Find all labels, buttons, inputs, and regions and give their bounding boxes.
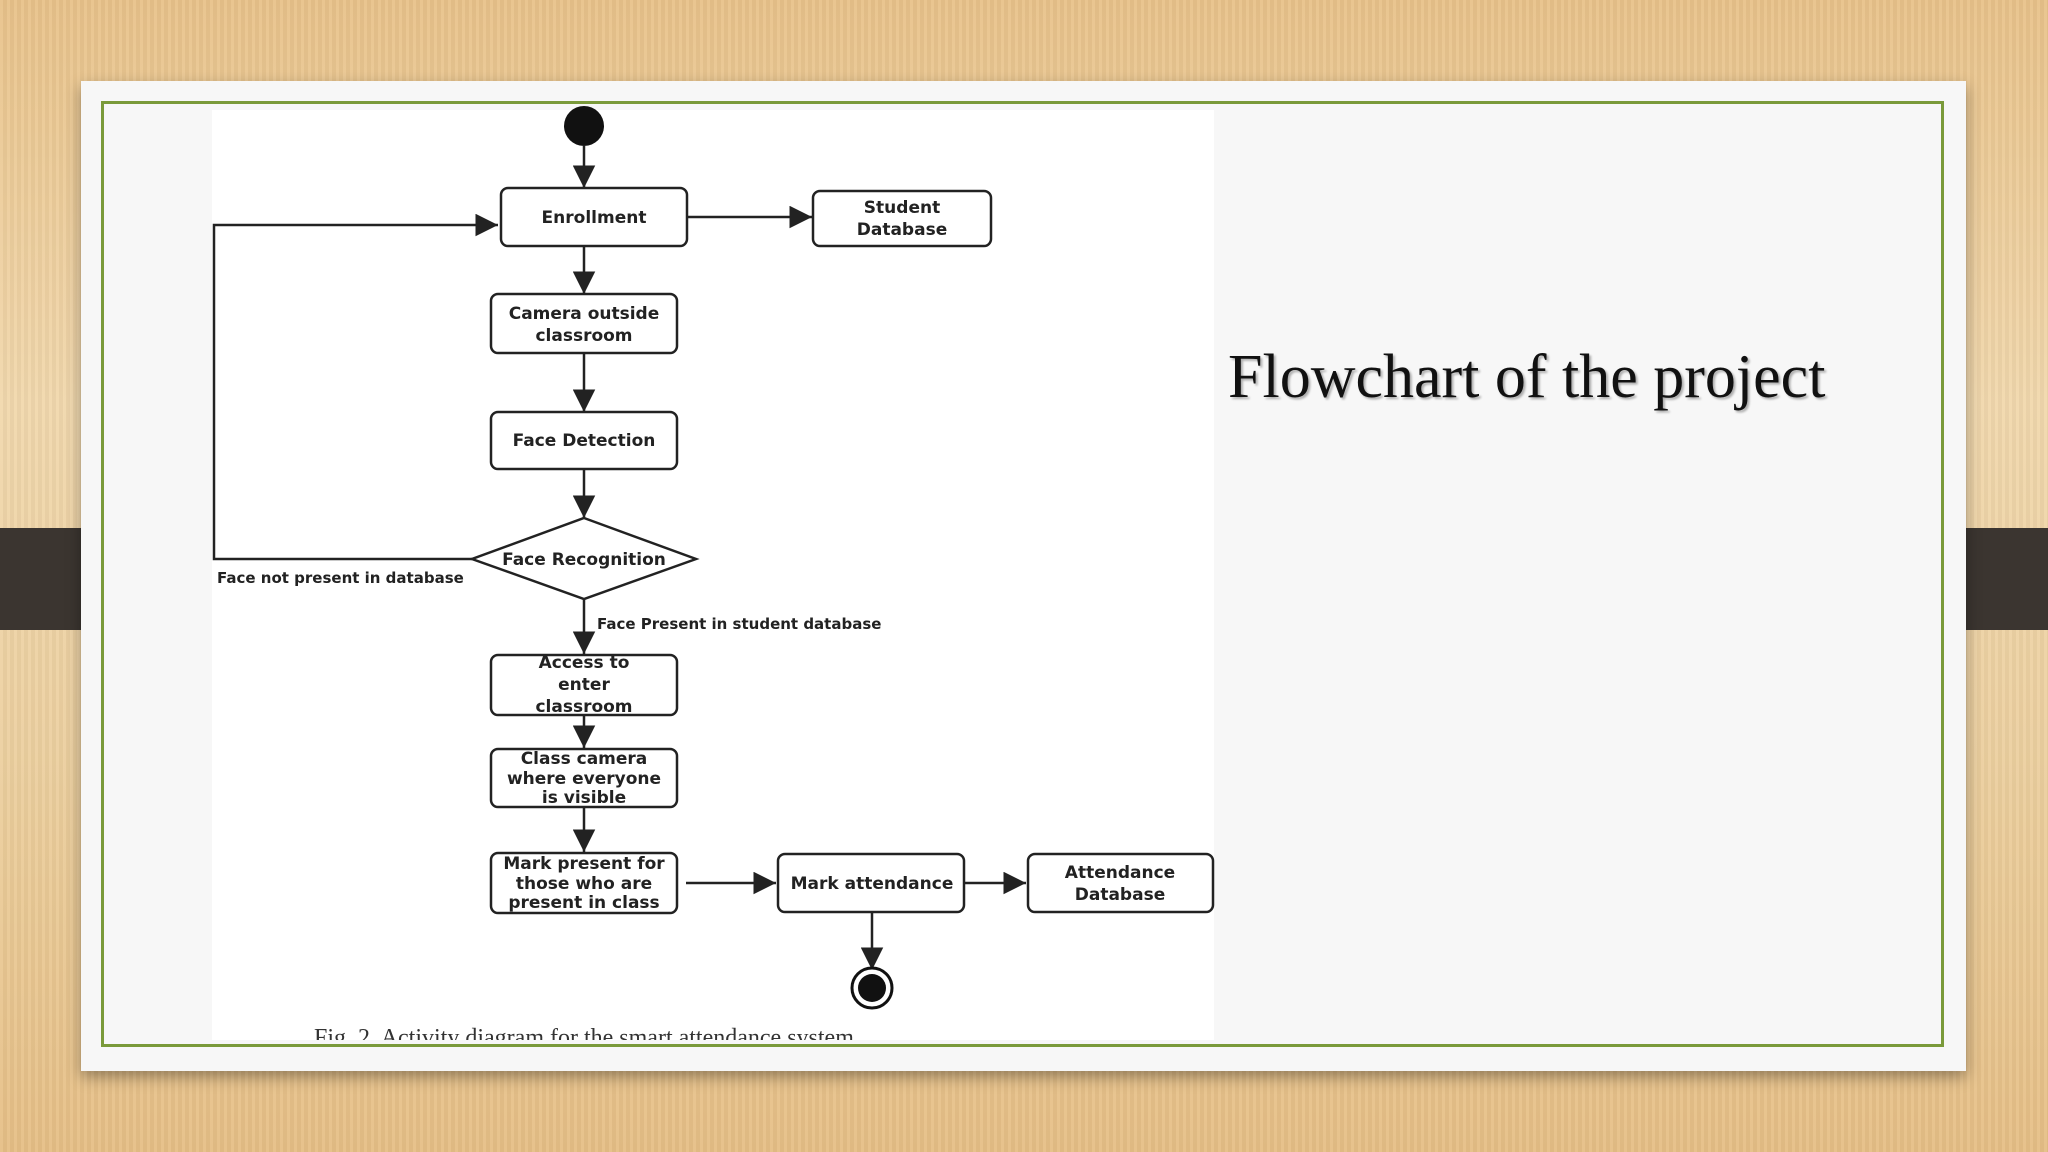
mark-present-label-1: Mark present for <box>503 854 665 874</box>
camera-outside-label-1: Camera outside <box>509 304 660 324</box>
class-camera-label-3: is visible <box>542 788 626 808</box>
student-db-label-2: Database <box>857 220 947 240</box>
attendance-db-label-1: Attendance <box>1065 863 1175 883</box>
end-node-core <box>858 974 886 1002</box>
access-label-1: Access to <box>539 653 630 673</box>
camera-outside-label-2: classroom <box>535 326 632 346</box>
student-db-label-1: Student <box>864 198 940 218</box>
figure-caption: Fig. 2. Activity diagram for the smart a… <box>314 1025 854 1051</box>
node-mark-present-box <box>489 851 679 915</box>
node-class-camera-box <box>489 747 679 809</box>
face-detection-label: Face Detection <box>513 431 656 451</box>
enrollment-label: Enrollment <box>542 208 647 228</box>
node-mark-attendance-box <box>776 852 966 914</box>
face-recognition-label: Face Recognition <box>502 550 666 570</box>
edge-label-not-present: Face not present in database <box>217 569 464 587</box>
mark-attendance-label: Mark attendance <box>791 874 954 894</box>
mark-present-label-2: those who are <box>516 874 652 894</box>
mark-present-label-3: present in class <box>508 893 659 913</box>
node-camera-outside-box <box>489 292 679 355</box>
node-student-db-box <box>811 189 993 248</box>
node-attendance-db-box <box>1026 852 1215 914</box>
class-camera-label-1: Class camera <box>521 749 648 769</box>
access-label-3: classroom <box>535 697 632 717</box>
access-label-2: enter <box>558 675 610 695</box>
edge-label-present: Face Present in student database <box>597 615 881 633</box>
node-access-box <box>489 653 679 717</box>
slide-title: Flowchart of the project <box>1228 343 1826 411</box>
slide-frame <box>101 101 1944 1047</box>
edge-recognition-loop-enrollment <box>212 213 498 561</box>
attendance-db-label-2: Database <box>1075 885 1165 905</box>
node-face-detection-box <box>489 410 679 471</box>
start-node <box>564 106 604 146</box>
node-face-recognition-diamond <box>468 516 700 601</box>
class-camera-label-2: where everyone <box>507 769 661 789</box>
node-enrollment-box <box>499 186 689 248</box>
